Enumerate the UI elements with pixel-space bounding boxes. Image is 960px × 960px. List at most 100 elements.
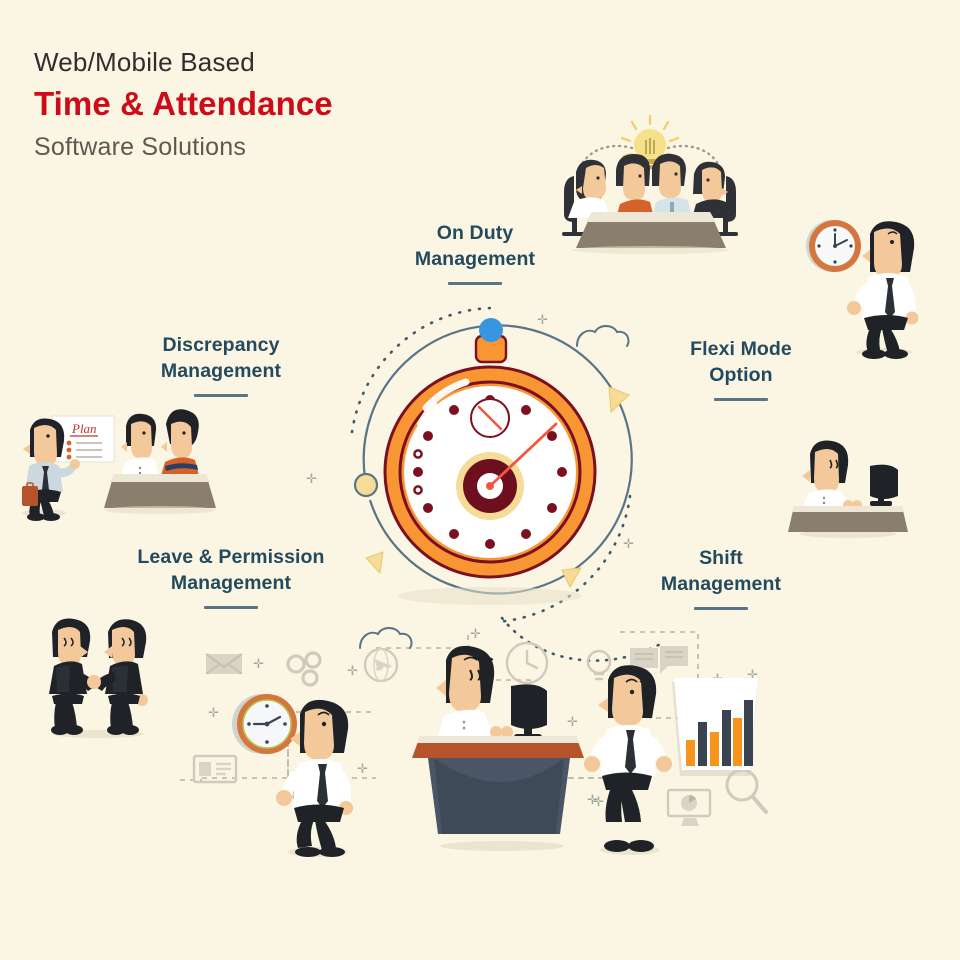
label-leave-rule [204, 605, 258, 609]
label-discrepancy-text: Discrepancy Management [160, 334, 282, 382]
bar-3 [710, 732, 719, 766]
plus-icon: ✛ [623, 536, 634, 551]
title-line-2: Time & Attendance [34, 84, 333, 122]
label-on-duty-management[interactable]: On Duty Management [375, 221, 575, 285]
arm-raised [854, 282, 874, 308]
label-shift-management[interactable]: Shift Management [622, 546, 820, 610]
face [814, 448, 839, 493]
nose [802, 470, 810, 482]
plus-icon: ✛ [470, 626, 481, 641]
cloud-icon [576, 325, 630, 347]
handshake-person-left [49, 618, 96, 735]
stopwatch-subdial-hand [477, 405, 503, 431]
hand [905, 311, 919, 325]
label-on-duty-text: On Duty Management [414, 222, 536, 270]
tie [625, 730, 636, 774]
meeting-person-1 [568, 159, 610, 218]
label-on-duty-rule [448, 281, 502, 285]
label-leave-permission-management[interactable]: Leave & Permission Management [95, 545, 367, 609]
monitor-pie-icon [666, 788, 712, 826]
shirt [802, 489, 850, 508]
nose [862, 250, 870, 262]
hand [847, 301, 861, 315]
hand [656, 756, 672, 772]
label-flexi-text: Flexi Mode Option [690, 338, 792, 386]
hand [490, 726, 502, 738]
envelope-icon [205, 653, 243, 675]
stopwatch-button-icon[interactable] [479, 318, 503, 342]
leave-handshake-scene [49, 618, 148, 738]
plus-icon: ✛ [567, 714, 578, 729]
desktop-monitor-icon [511, 684, 547, 741]
title-block: Web/Mobile Based Time & Attendance Softw… [34, 47, 333, 162]
stopwatch-hand-pivot [486, 482, 494, 490]
plus-icon: ✛ [347, 663, 358, 678]
idea-dotted-lines [580, 144, 720, 166]
stopwatch-gloss [422, 378, 470, 412]
arm-right [900, 282, 916, 314]
meeting-person-2 [616, 154, 654, 218]
bar-chart-board [672, 678, 758, 776]
face [612, 674, 643, 726]
plus-icon: ✛ [537, 312, 548, 327]
discrepancy-presentation-scene: Plan [22, 409, 216, 521]
hand [584, 756, 600, 772]
bar-4 [722, 710, 731, 766]
plan-board-title: Plan [71, 421, 97, 436]
stopwatch-minor-markers [413, 449, 423, 495]
nose [436, 680, 446, 696]
bar-2 [698, 722, 707, 766]
nose [598, 698, 608, 712]
title-line-3: Software Solutions [34, 133, 247, 162]
bottom-chart-man-scene [584, 665, 758, 855]
face [449, 654, 481, 712]
shift-desk-scene [788, 440, 908, 538]
on-duty-meeting-scene [562, 114, 738, 254]
bar-5 [733, 718, 742, 766]
label-leave-text: Leave & Permission Management [137, 546, 325, 594]
label-shift-text: Shift Management [660, 547, 782, 595]
flexi-mode-clock-man-scene [806, 220, 919, 359]
bar-6 [744, 700, 753, 766]
stopwatch-gloss-2 [417, 401, 437, 427]
id-card-icon [192, 754, 238, 784]
plus-icon: ✛ [587, 792, 598, 807]
wall-clock-icon [806, 220, 861, 272]
label-discrepancy-management[interactable]: Discrepancy Management [121, 333, 321, 397]
face [874, 228, 902, 278]
lightbulb-small-icon [586, 649, 612, 681]
plus-icon: ✛ [208, 705, 219, 720]
stopwatch-second-hand [488, 422, 558, 488]
gears-icon [286, 651, 322, 687]
plus-icon: ✛ [253, 656, 264, 671]
desktop-monitor-icon [870, 464, 898, 506]
orbit-node-icon [353, 472, 379, 498]
bottom-clock-man-scene [232, 694, 353, 857]
meeting-person-4 [692, 161, 730, 218]
orbit-arrow-icons [365, 386, 630, 589]
globe-icon [363, 647, 399, 683]
wall-clock-icon [232, 694, 297, 754]
label-discrepancy-rule [194, 393, 248, 397]
plus-icon: ✛ [288, 787, 299, 802]
orbit-dashed-arc [350, 306, 632, 624]
handshake-person-right [94, 619, 148, 735]
label-shift-rule [694, 606, 748, 610]
bottom-desk-scene [412, 645, 584, 851]
arm-right [643, 734, 666, 764]
cloud-icon [359, 627, 413, 649]
tie [885, 278, 895, 318]
hand [501, 726, 513, 738]
plus-icon: ✛ [747, 667, 758, 682]
chart-bars [686, 700, 753, 766]
stopwatch-shadow [398, 587, 582, 605]
arm-left [590, 734, 613, 764]
title-line-1: Web/Mobile Based [34, 47, 255, 77]
briefcase-icon [22, 486, 38, 506]
plus-icon: ✛ [593, 794, 604, 809]
seated-person-a [121, 413, 159, 476]
label-flexi-mode-option[interactable]: Flexi Mode Option [641, 337, 841, 401]
meeting-person-3 [652, 153, 692, 218]
label-flexi-rule [714, 397, 768, 401]
